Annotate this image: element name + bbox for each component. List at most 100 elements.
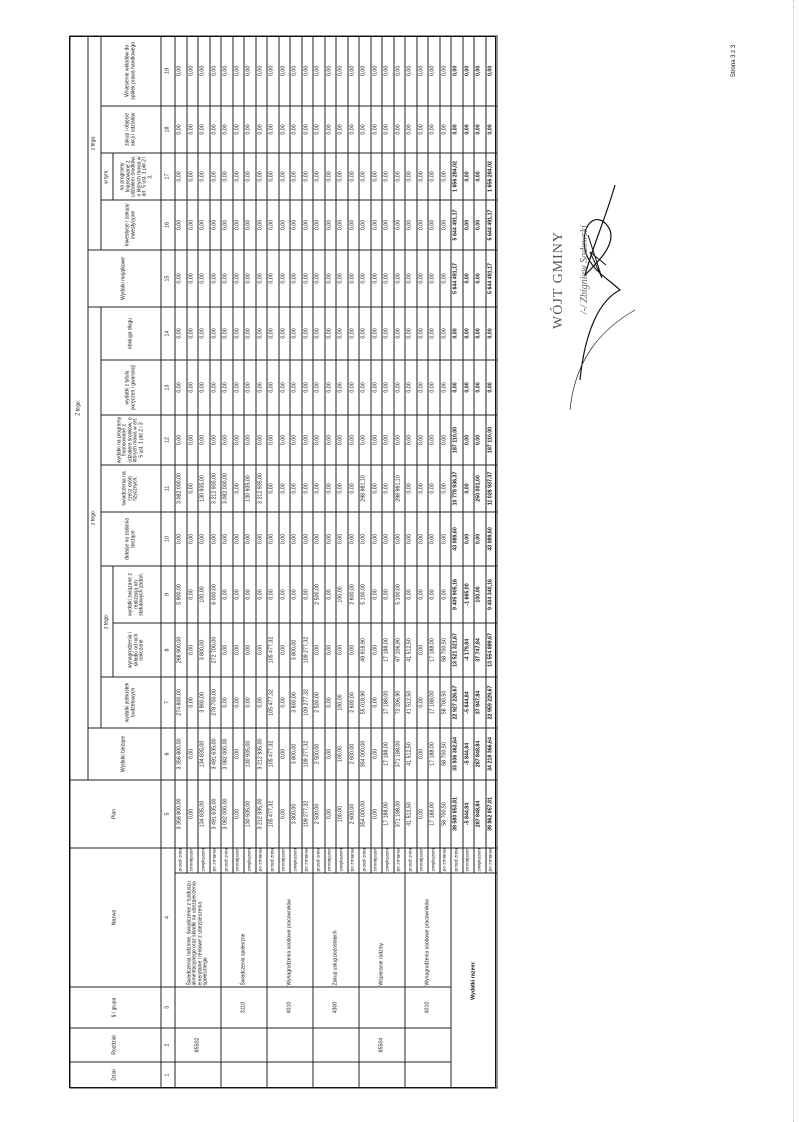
budget-table-rotated: Dział Rozdział § / grupa Nazwa Plan Z te…: [69, 35, 497, 1088]
total-value-cell: 0,00: [450, 306, 462, 360]
value-cell: 0,00: [416, 565, 428, 623]
value-cell: 134 835,00: [197, 727, 209, 780]
value-cell: 58 700,50: [439, 622, 451, 677]
value-cell: 0,00: [439, 199, 451, 250]
value-cell: 3 212 935,00: [209, 464, 221, 512]
value-cell: 0,00: [347, 306, 359, 360]
value-cell: 0,00: [416, 511, 428, 566]
value-cell: 0,00: [220, 622, 232, 677]
value-cell: 0,00: [243, 511, 255, 566]
value-cell: 0,00: [370, 35, 382, 106]
total-value-cell: 0,00: [462, 35, 474, 106]
value-cell: 109 277,32: [301, 727, 313, 780]
value-cell: 0,00: [220, 199, 232, 250]
value-cell: 0,00: [232, 511, 244, 566]
value-cell: 0,00: [370, 249, 382, 307]
header-dotacje: dotacje na zadania bieżące: [100, 511, 161, 566]
value-cell: 0,00: [289, 565, 301, 623]
row-label: zwiększenie: [335, 847, 347, 873]
total-value-cell: 5 644 491,17: [450, 199, 462, 250]
value-cell: 0,00: [301, 249, 313, 307]
value-cell: 130 935,00: [243, 464, 255, 512]
value-cell: 0,00: [209, 359, 221, 415]
value-cell: 17 188,00: [381, 727, 393, 780]
value-cell: 55 018,90: [358, 676, 370, 728]
total-value-cell: 39 862 857,81: [485, 779, 497, 848]
value-cell: 5 100,00: [358, 565, 370, 623]
total-value-cell: 39 580 853,81: [450, 779, 462, 848]
value-cell: 0,00: [439, 565, 451, 623]
column-number: 2: [160, 1027, 175, 1062]
row-label: przed zmianą: [404, 847, 416, 873]
value-cell: 100,00: [335, 565, 347, 623]
value-cell: 0,00: [220, 35, 232, 106]
value-cell: 0,00: [324, 414, 336, 465]
value-cell: 0,00: [209, 199, 221, 250]
cell-paragraf: 4010: [266, 986, 313, 1028]
value-cell: 0,00: [381, 511, 393, 566]
value-cell: 0,00: [186, 779, 198, 848]
row-label: przed zmianą: [450, 847, 462, 873]
value-cell: 354 000,00: [358, 727, 370, 780]
value-cell: 3 491 635,00: [209, 727, 221, 780]
header-z-tego-jednostek: z tego:: [100, 565, 113, 677]
value-cell: 0,00: [186, 199, 198, 250]
total-value-cell: 0,00: [473, 152, 485, 200]
value-cell: 0,00: [174, 35, 186, 106]
value-cell: 0,00: [255, 249, 267, 307]
value-cell: 0,00: [243, 105, 255, 153]
value-cell: 0,00: [358, 511, 370, 566]
value-cell: 0,00: [347, 359, 359, 415]
total-value-cell: 22 927 226,67: [450, 676, 462, 728]
row-label: zwiększenie: [197, 847, 209, 873]
total-value-cell: 9 405 905,16: [450, 565, 462, 623]
value-cell: 0,00: [312, 464, 324, 512]
value-cell: 0,00: [370, 511, 382, 566]
value-cell: 0,00: [186, 105, 198, 153]
value-cell: 0,00: [324, 199, 336, 250]
value-cell: 0,00: [255, 622, 267, 677]
value-cell: 0,00: [243, 565, 255, 623]
value-cell: 0,00: [312, 249, 324, 307]
value-cell: 0,00: [197, 35, 209, 106]
value-cell: 0,00: [174, 105, 186, 153]
total-value-cell: 34 218 366,64: [485, 727, 497, 780]
value-cell: 0,00: [347, 105, 359, 153]
row-label: zmniejszenie: [232, 847, 244, 873]
header-paragraf: § / grupa: [69, 986, 161, 1028]
total-value-cell: 5 644 491,17: [485, 249, 497, 307]
total-value-cell: 100,00: [473, 565, 485, 623]
value-cell: 0,00: [416, 152, 428, 200]
cell-dzial: [358, 1061, 405, 1088]
row-label: zwiększenie: [243, 847, 255, 873]
cell-rozdzial: 85502: [174, 1027, 221, 1062]
value-cell: 0,00: [358, 414, 370, 465]
value-cell: 0,00: [186, 565, 198, 623]
value-cell: 0,00: [370, 565, 382, 623]
value-cell: 0,00: [335, 511, 347, 566]
value-cell: 0,00: [381, 249, 393, 307]
expenditure-table: Dział Rozdział § / grupa Nazwa Plan Z te…: [69, 35, 497, 1088]
value-cell: 0,00: [186, 35, 198, 106]
value-cell: 0,00: [289, 152, 301, 200]
value-cell: 3 800,00: [289, 727, 301, 780]
total-value-cell: 22 959 229,67: [485, 676, 497, 728]
value-cell: 0,00: [289, 511, 301, 566]
value-cell: 0,00: [186, 622, 198, 677]
value-cell: 298 981,10: [358, 464, 370, 512]
value-cell: 0,00: [278, 199, 290, 250]
value-cell: 0,00: [243, 249, 255, 307]
value-cell: 3 356 800,00: [174, 727, 186, 780]
total-value-cell: 250 001,00: [473, 464, 485, 512]
value-cell: 0,00: [312, 105, 324, 153]
value-cell: 0,00: [427, 359, 439, 415]
value-cell: 0,00: [289, 199, 301, 250]
total-value-cell: 9 404 340,16: [485, 565, 497, 623]
column-number: 11: [160, 464, 175, 512]
value-cell: 6 000,00: [209, 565, 221, 623]
header-akcje: zakup i objęcie akcji i udziałów: [100, 105, 161, 153]
value-cell: 0,00: [358, 199, 370, 250]
total-value-cell: 0,00: [462, 249, 474, 307]
value-cell: 3 800,00: [197, 622, 209, 677]
value-cell: 274 800,00: [174, 676, 186, 728]
